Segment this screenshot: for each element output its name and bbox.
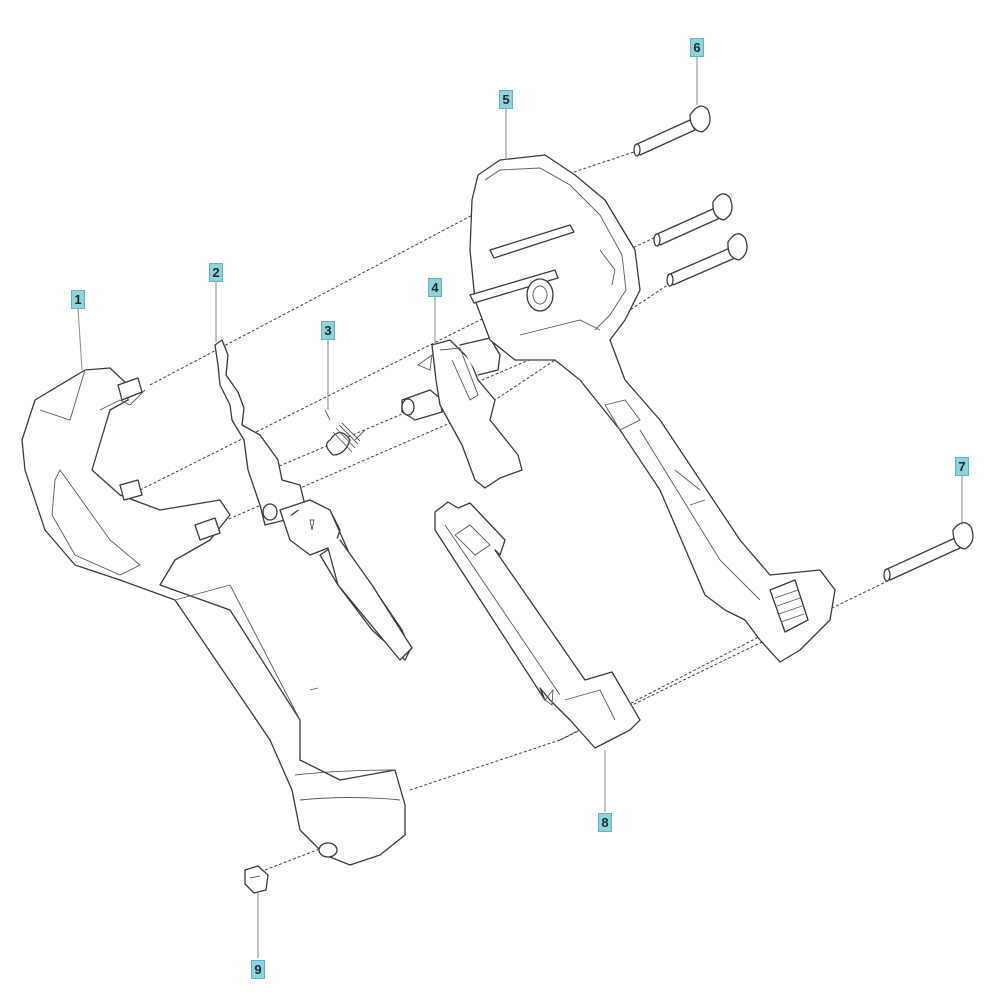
spring-clip (214, 339, 306, 526)
torsion-spring (324, 409, 366, 456)
nut-9 (244, 865, 269, 894)
callout-4[interactable]: 4 (428, 278, 442, 297)
throttle-trigger (401, 337, 523, 489)
left-handle-half (21, 367, 406, 866)
callout-7[interactable]: 7 (955, 457, 969, 476)
callout-3[interactable]: 3 (321, 321, 335, 340)
screws-6 (633, 105, 748, 287)
callout-5[interactable]: 5 (499, 90, 513, 109)
right-handle-half (469, 154, 836, 663)
callout-9[interactable]: 9 (251, 960, 265, 979)
lockout-lever (279, 499, 413, 661)
callout-6[interactable]: 6 (690, 38, 704, 57)
stop-switch-bar (434, 501, 641, 749)
callout-1[interactable]: 1 (71, 290, 85, 309)
callout-2[interactable]: 2 (209, 263, 223, 282)
screw-7 (883, 522, 974, 582)
leader-lines (77, 56, 963, 958)
callout-8[interactable]: 8 (598, 813, 612, 832)
